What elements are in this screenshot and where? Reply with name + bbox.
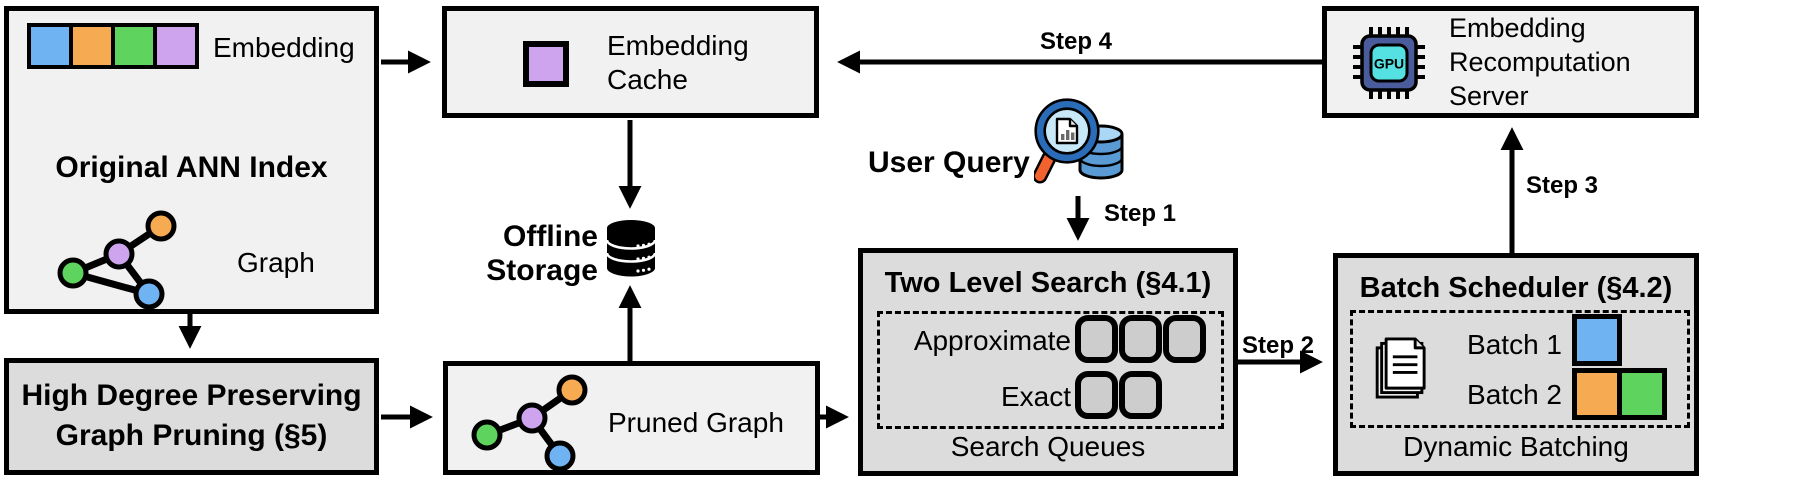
dynamic-batching-caption: Dynamic Batching: [1403, 431, 1629, 462]
approximate-queue-icons: [1075, 315, 1206, 363]
embedding-label: Embedding: [213, 32, 355, 63]
server-line1: Embedding: [1449, 13, 1586, 43]
user-query-label: User Query: [868, 146, 1030, 179]
batch-scheduler-box: Batch Scheduler (§4.2) Batch 1 Batch 2 D…: [1333, 253, 1699, 476]
embedding-cache-line2: Cache: [607, 64, 688, 95]
graph-pruning-box: High Degree Preserving Graph Pruning (§5…: [4, 358, 379, 475]
batch2-embedding-icons: [1572, 368, 1667, 420]
pruned-graph-box: Pruned Graph: [443, 361, 820, 475]
gpu-icon-label: GPU: [1374, 56, 1404, 72]
pruned-graph-icon: [471, 374, 588, 472]
step4-label: Step 4: [1040, 28, 1113, 55]
offline-storage-line1: Offline: [503, 220, 598, 253]
step3-label: Step 3: [1526, 172, 1599, 199]
search-queues-panel: [877, 311, 1224, 429]
graph-label: Graph: [237, 247, 315, 278]
pruned-graph-label: Pruned Graph: [608, 407, 784, 438]
two-level-search-title: Two Level Search (§4.1): [884, 267, 1212, 299]
recomputation-server-box: GPU Embedding Recomputation Server: [1322, 6, 1699, 118]
step1-label: Step 1: [1104, 200, 1177, 227]
batch1-label: Batch 1: [1467, 329, 1562, 360]
gpu-icon: GPU: [1353, 27, 1425, 99]
query-search-icon: [1034, 98, 1124, 184]
graph-pruning-line2: Graph Pruning (§5): [55, 419, 328, 452]
two-level-search-box: Two Level Search (§4.1) Approximate Exac…: [858, 248, 1238, 476]
embedding-cache-line1: Embedding: [607, 30, 749, 61]
server-line2: Recomputation: [1449, 47, 1631, 77]
cached-embedding-icon: [523, 41, 569, 87]
original-index-title: Original ANN Index: [55, 151, 328, 184]
offline-storage-line2: Storage: [486, 254, 598, 287]
graph-pruning-line1: High Degree Preserving: [21, 379, 362, 412]
graph-icon: [57, 210, 177, 310]
batch2-label: Batch 2: [1467, 379, 1562, 410]
documents-icon: [1375, 337, 1426, 399]
approximate-label: Approximate: [913, 325, 1071, 356]
batch1-embedding-icon: [1572, 314, 1622, 366]
server-line3: Server: [1449, 81, 1529, 111]
batch-scheduler-title: Batch Scheduler (§4.2): [1359, 272, 1673, 304]
exact-label: Exact: [1000, 381, 1071, 412]
embedding-cache-box: Embedding Cache: [442, 6, 819, 118]
search-queues-caption: Search Queues: [950, 431, 1146, 462]
step2-label: Step 2: [1242, 332, 1315, 359]
original-ann-index-box: Embedding Original ANN Index Graph: [4, 6, 379, 314]
exact-queue-icons: [1075, 371, 1162, 419]
dynamic-batching-panel: [1350, 310, 1690, 428]
database-icon: [606, 220, 656, 277]
embedding-vector-icon: [27, 23, 199, 69]
